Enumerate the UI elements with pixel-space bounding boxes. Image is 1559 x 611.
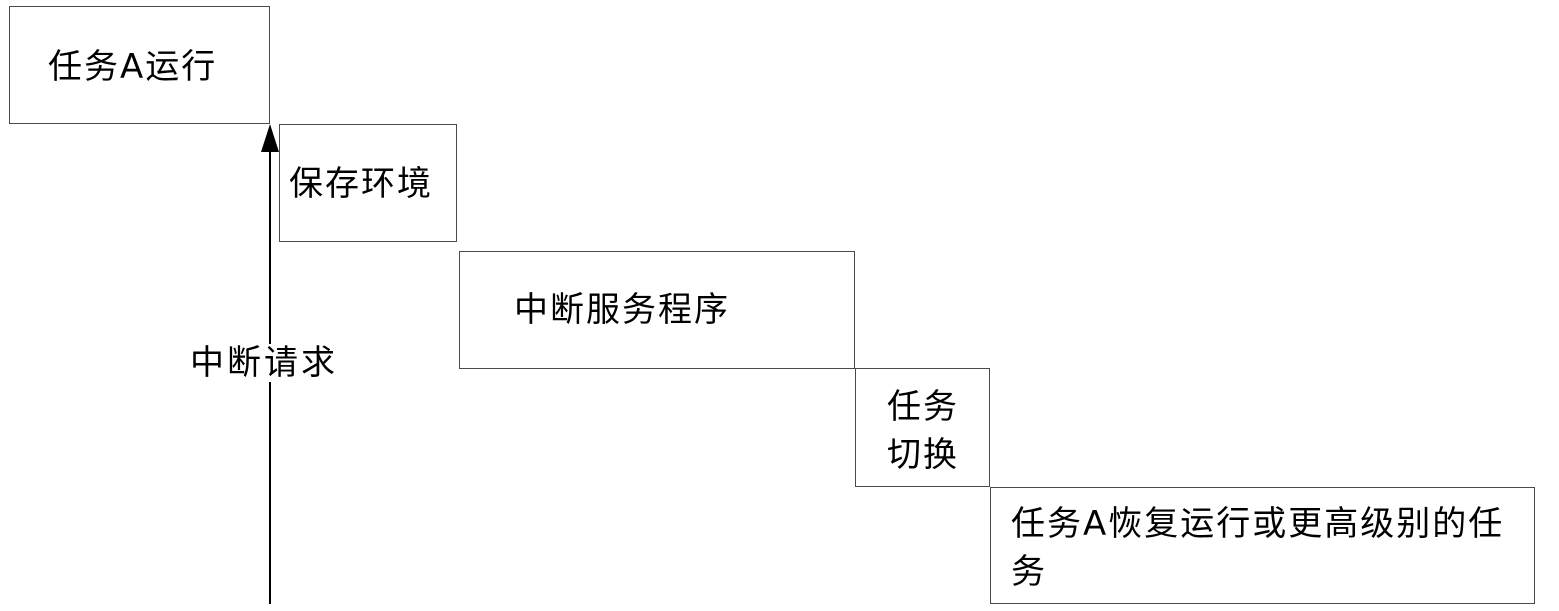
interrupt-service-routine-label: 中断服务程序 bbox=[514, 290, 730, 330]
task-switch-label: 任务切换 bbox=[887, 387, 959, 475]
task-switch-box: 任务切换 bbox=[855, 368, 990, 487]
interrupt-service-routine-box: 中断服务程序 bbox=[459, 251, 855, 369]
task-resume-box: 任务A恢复运行或更高级别的任务 bbox=[990, 487, 1535, 604]
task-resume-label: 任务A恢复运行或更高级别的任务 bbox=[1011, 504, 1505, 592]
task-a-run-box: 任务A运行 bbox=[9, 6, 270, 124]
save-context-box: 保存环境 bbox=[279, 124, 457, 242]
interrupt-request-label: 中断请求 bbox=[190, 343, 338, 383]
interrupt-request-arrow-head bbox=[261, 124, 279, 152]
task-a-run-label: 任务A运行 bbox=[48, 47, 218, 87]
save-context-label: 保存环境 bbox=[289, 164, 433, 204]
